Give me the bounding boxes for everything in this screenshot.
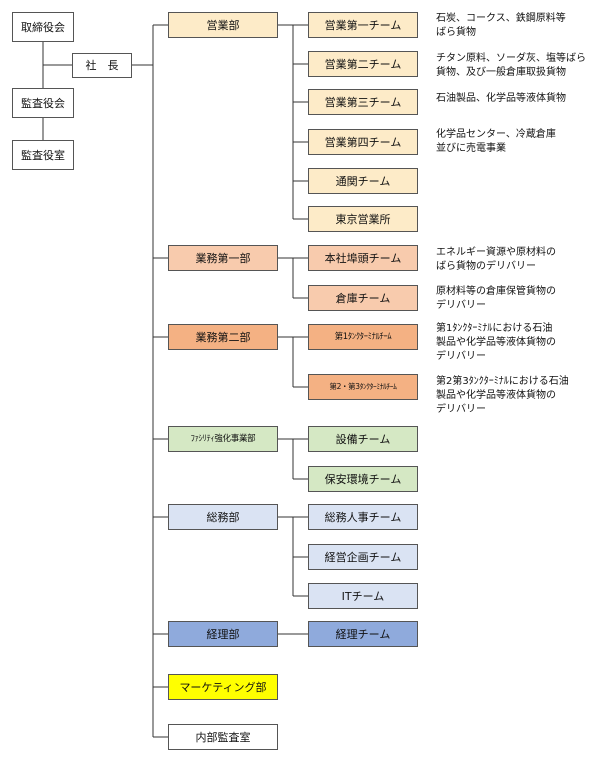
team-tokyo-label: 東京営業所 xyxy=(335,212,391,226)
desc-line: 原材料等の倉庫保管貨物の xyxy=(436,286,556,297)
dept-eigyo-label: 営業部 xyxy=(206,18,240,32)
dept-marketing-label: マーケティング部 xyxy=(179,680,267,694)
desc-eigyo4: 化学品センター、冷蔵倉庫 並びに売電事業 xyxy=(436,128,556,156)
desc-line: エネルギー資源や原材料の xyxy=(436,247,556,258)
team-keiei-label: 経営企画チーム xyxy=(324,550,402,564)
dept-facility: ﾌｧｼﾘﾃｨ強化事業部 xyxy=(168,426,278,452)
board-label: 取締役会 xyxy=(21,20,65,34)
desc-line: デリバリー xyxy=(436,300,486,311)
desc-term23: 第2第3ﾀﾝｸﾀｰﾐﾅﾙにおける石油 製品や化学品等液体貨物の デリバリー xyxy=(436,375,569,417)
team-keiri: 経理チーム xyxy=(308,621,418,647)
team-honsha-label: 本社埠頭チーム xyxy=(324,251,402,265)
team-honsha: 本社埠頭チーム xyxy=(308,245,418,271)
team-setsubi-label: 設備チーム xyxy=(335,432,391,446)
audit-board-box: 監査役会 xyxy=(12,88,74,118)
team-it: ITチーム xyxy=(308,583,418,609)
president-box: 社 長 xyxy=(72,53,132,78)
dept-internal-audit-label: 内部監査室 xyxy=(195,730,251,744)
team-eigyo1-label: 営業第一チーム xyxy=(324,18,402,32)
team-keiei: 経営企画チーム xyxy=(308,544,418,570)
desc-line: 製品や化学品等液体貨物の xyxy=(436,337,556,348)
team-term1-label: 第1ﾀﾝｸﾀｰﾐﾅﾙﾁｰﾑ xyxy=(334,331,392,342)
audit-board-label: 監査役会 xyxy=(21,96,65,110)
dept-internal-audit: 内部監査室 xyxy=(168,724,278,750)
desc-line: デリバリー xyxy=(436,351,486,362)
team-tokyo: 東京営業所 xyxy=(308,206,418,232)
desc-eigyo2: チタン原料、ソーダ灰、塩等ばら 貨物、及び一般倉庫取扱貨物 xyxy=(436,52,586,80)
team-eigyo3: 営業第三チーム xyxy=(308,89,418,115)
team-eigyo4: 営業第四チーム xyxy=(308,129,418,155)
team-term23: 第2・第3ﾀﾝｸﾀｰﾐﾅﾙﾁｰﾑ xyxy=(308,374,418,400)
desc-line: 製品や化学品等液体貨物の xyxy=(436,390,556,401)
desc-line: 第1ﾀﾝｸﾀｰﾐﾅﾙにおける石油 xyxy=(436,323,553,334)
dept-somu-label: 総務部 xyxy=(206,510,240,524)
team-keiri-label: 経理チーム xyxy=(335,627,391,641)
desc-line: 第2第3ﾀﾝｸﾀｰﾐﾅﾙにおける石油 xyxy=(436,376,569,387)
dept-gyomu2-label: 業務第二部 xyxy=(195,330,251,344)
desc-line: 並びに売電事業 xyxy=(436,143,506,154)
audit-office-box: 監査役室 xyxy=(12,140,74,170)
team-eigyo4-label: 営業第四チーム xyxy=(324,135,402,149)
team-somujinji: 総務人事チーム xyxy=(308,504,418,530)
board-box: 取締役会 xyxy=(12,12,74,42)
team-eigyo2: 営業第二チーム xyxy=(308,51,418,77)
desc-soko: 原材料等の倉庫保管貨物の デリバリー xyxy=(436,285,556,313)
president-label: 社 長 xyxy=(85,59,119,72)
team-setsubi: 設備チーム xyxy=(308,426,418,452)
desc-term1: 第1ﾀﾝｸﾀｰﾐﾅﾙにおける石油 製品や化学品等液体貨物の デリバリー xyxy=(436,322,556,364)
dept-gyomu1: 業務第一部 xyxy=(168,245,278,271)
team-hoan: 保安環境チーム xyxy=(308,466,418,492)
team-hoan-label: 保安環境チーム xyxy=(324,472,402,486)
team-it-label: ITチーム xyxy=(341,589,385,603)
desc-line: 貨物、及び一般倉庫取扱貨物 xyxy=(436,67,566,78)
dept-marketing: マーケティング部 xyxy=(168,674,278,700)
desc-honsha: エネルギー資源や原材料の ばら貨物のデリバリー xyxy=(436,246,556,274)
team-eigyo3-label: 営業第三チーム xyxy=(324,95,402,109)
audit-office-label: 監査役室 xyxy=(21,148,65,162)
dept-somu: 総務部 xyxy=(168,504,278,530)
desc-line: デリバリー xyxy=(436,404,486,415)
desc-eigyo1: 石炭、コークス、鉄鋼原料等 ばら貨物 xyxy=(436,12,566,40)
team-eigyo2-label: 営業第二チーム xyxy=(324,57,402,71)
team-tsukan: 通関チーム xyxy=(308,168,418,194)
desc-line: 石炭、コークス、鉄鋼原料等 xyxy=(436,13,566,24)
dept-eigyo: 営業部 xyxy=(168,12,278,38)
team-tsukan-label: 通関チーム xyxy=(335,174,391,188)
team-term23-label: 第2・第3ﾀﾝｸﾀｰﾐﾅﾙﾁｰﾑ xyxy=(329,382,397,392)
dept-keiri-label: 経理部 xyxy=(206,627,240,641)
desc-line: 化学品センター、冷蔵倉庫 xyxy=(436,129,556,140)
team-soko-label: 倉庫チーム xyxy=(335,291,391,305)
desc-line: ばら貨物のデリバリー xyxy=(436,261,536,272)
dept-gyomu2: 業務第二部 xyxy=(168,324,278,350)
dept-keiri: 経理部 xyxy=(168,621,278,647)
dept-facility-label: ﾌｧｼﾘﾃｨ強化事業部 xyxy=(190,433,256,444)
dept-gyomu1-label: 業務第一部 xyxy=(195,251,251,265)
desc-line: 石油製品、化学品等液体貨物 xyxy=(436,93,566,104)
team-eigyo1: 営業第一チーム xyxy=(308,12,418,38)
desc-line: チタン原料、ソーダ灰、塩等ばら xyxy=(436,53,586,64)
team-term1: 第1ﾀﾝｸﾀｰﾐﾅﾙﾁｰﾑ xyxy=(308,324,418,350)
team-somujinji-label: 総務人事チーム xyxy=(324,510,402,524)
desc-eigyo3: 石油製品、化学品等液体貨物 xyxy=(436,92,566,106)
team-soko: 倉庫チーム xyxy=(308,285,418,311)
desc-line: ばら貨物 xyxy=(436,27,476,38)
